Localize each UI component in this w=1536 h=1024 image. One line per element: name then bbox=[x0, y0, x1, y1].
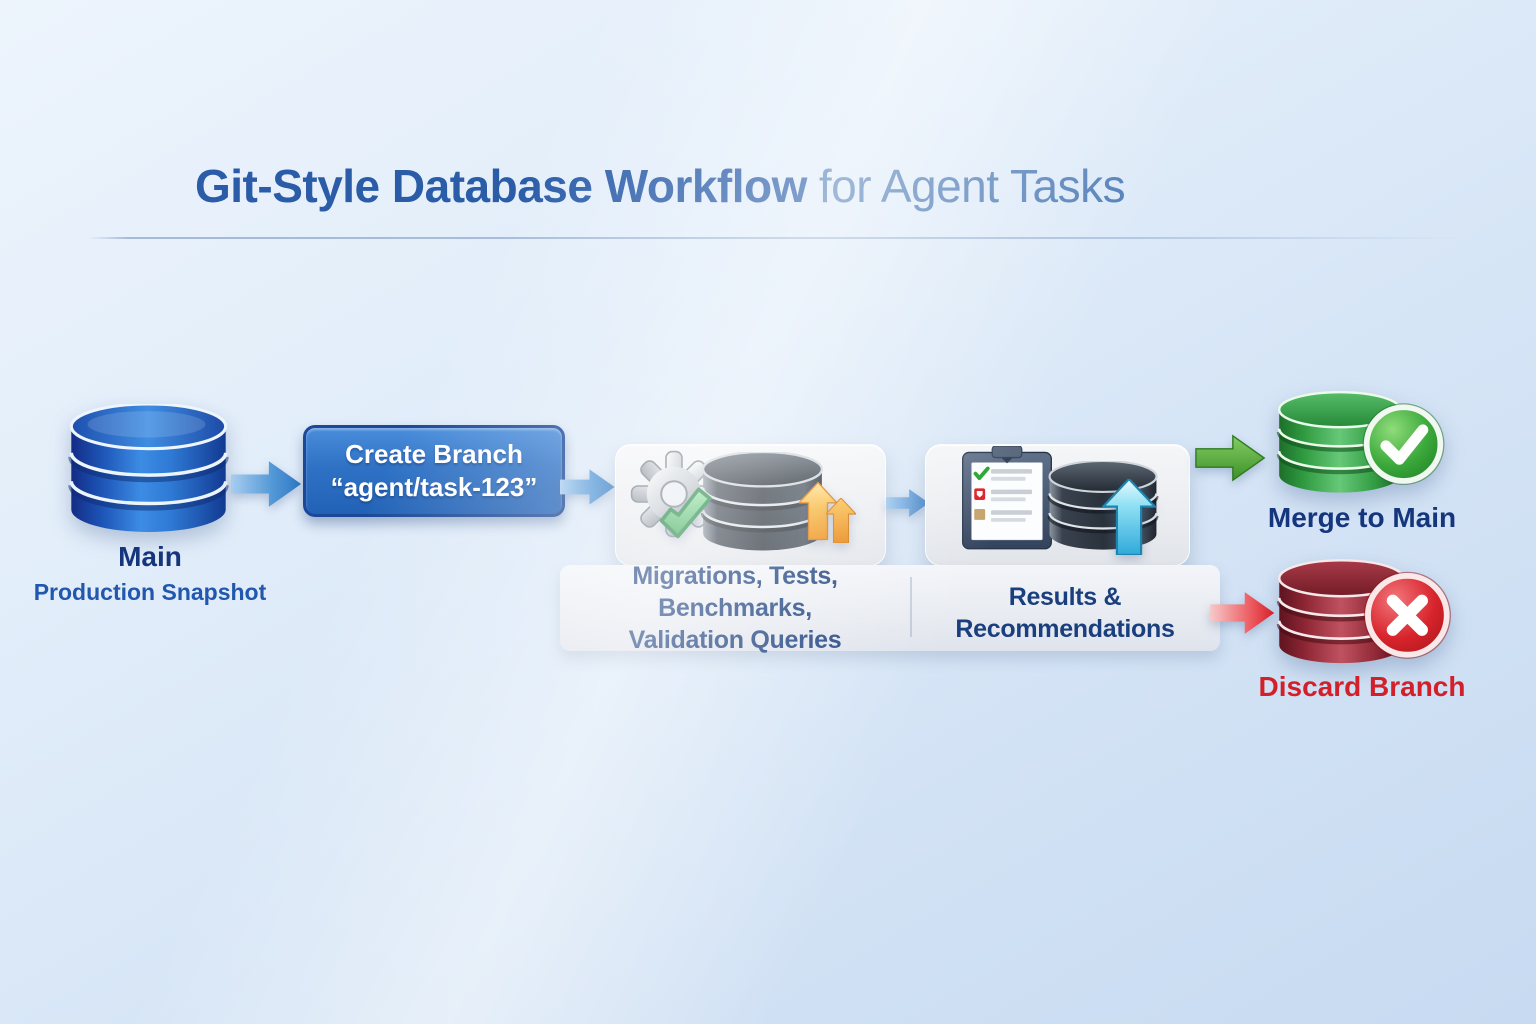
validation-caption-line2: Validation Queries bbox=[628, 626, 842, 654]
create-branch-node: Create Branch “agent/task-123” bbox=[303, 425, 565, 517]
page-title-strong: Git-Style Database Workflow bbox=[195, 160, 807, 212]
check-badge-icon bbox=[1362, 403, 1445, 486]
clipboard-checklist-icon bbox=[962, 446, 1052, 550]
checkmark-icon bbox=[659, 487, 712, 539]
upload-arrow-icon bbox=[1102, 479, 1156, 555]
merge-label: Merge to Main bbox=[1267, 502, 1457, 533]
flow-arrow-icon bbox=[231, 461, 302, 507]
create-branch-line2: “agent/task-123” bbox=[330, 472, 538, 502]
caption-divider bbox=[910, 577, 912, 637]
main-database-sublabel: Production Snapshot bbox=[33, 579, 267, 605]
upload-arrow-icon bbox=[799, 481, 837, 541]
merge-database-icon bbox=[1276, 391, 1445, 493]
create-branch-line1: Create Branch bbox=[345, 438, 523, 469]
upload-arrow-icon bbox=[826, 498, 856, 543]
main-database-label: Main bbox=[118, 541, 182, 572]
discard-database-icon bbox=[1276, 559, 1451, 664]
discard-label: Discard Branch bbox=[1258, 671, 1466, 702]
branch-database-icon bbox=[700, 452, 825, 551]
x-badge-icon bbox=[1363, 571, 1451, 659]
main-database-icon bbox=[68, 404, 229, 532]
validation-caption: Migrations, Tests, Benchmarks, Validatio… bbox=[560, 562, 910, 654]
merge-arrow-icon bbox=[1195, 434, 1266, 482]
discard-arrow-icon bbox=[1210, 592, 1275, 634]
caption-band: Migrations, Tests, Benchmarks, Validatio… bbox=[560, 562, 1220, 654]
results-caption: Results & Recommendations bbox=[955, 583, 1175, 643]
flow-arrow-icon bbox=[560, 469, 615, 505]
validation-caption-line1: Migrations, Tests, Benchmarks, bbox=[632, 562, 838, 622]
flow-arrow-icon bbox=[886, 489, 929, 517]
title-divider bbox=[88, 237, 1460, 239]
page-title-light: for Agent Tasks bbox=[818, 160, 1126, 212]
